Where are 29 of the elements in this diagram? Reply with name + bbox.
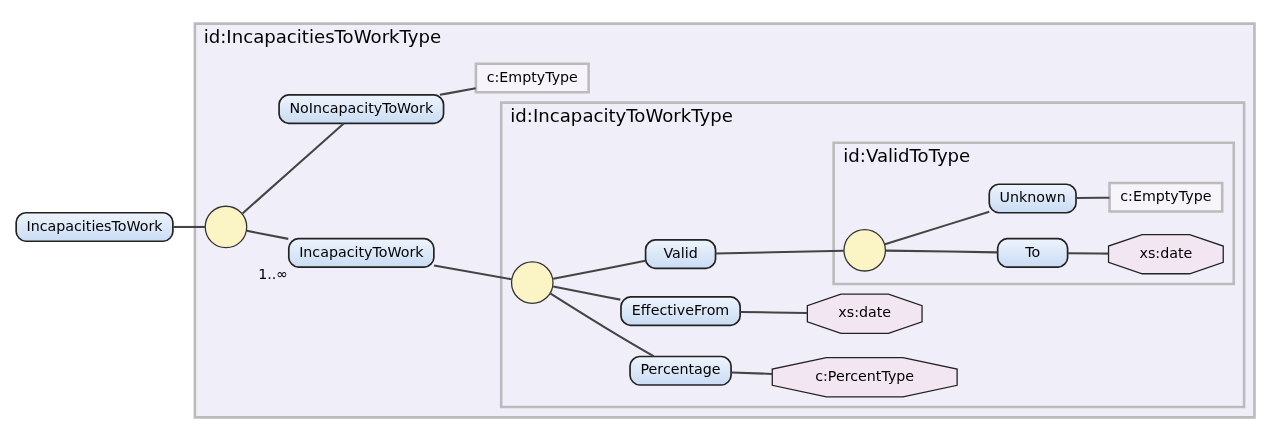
connector bbox=[241, 122, 345, 215]
node-circle bbox=[204, 205, 248, 249]
connector bbox=[173, 225, 205, 228]
node-circle bbox=[843, 228, 887, 272]
node-box: Unknown bbox=[988, 183, 1077, 214]
node-box: NoIncapacityToWork bbox=[278, 94, 445, 125]
node-circle bbox=[510, 261, 554, 305]
connector bbox=[549, 292, 655, 358]
node-box: c:EmptyType bbox=[474, 62, 590, 94]
connector bbox=[884, 210, 990, 246]
connector bbox=[1076, 196, 1110, 200]
connector bbox=[731, 371, 773, 375]
connector bbox=[553, 259, 646, 280]
connector bbox=[715, 249, 844, 255]
node-box: c:EmptyType bbox=[1108, 181, 1224, 213]
connector bbox=[439, 87, 476, 96]
node-box: EffectiveFrom bbox=[620, 296, 741, 327]
connector bbox=[433, 264, 512, 281]
connector bbox=[885, 249, 998, 254]
connector bbox=[1067, 252, 1109, 255]
node-box: To bbox=[996, 237, 1069, 268]
node-label: 1..∞ bbox=[258, 265, 289, 282]
node-box: IncapacitiesToWork bbox=[15, 211, 174, 243]
connector bbox=[740, 310, 807, 314]
node-box: Percentage bbox=[629, 355, 732, 386]
node-box: Valid bbox=[644, 239, 717, 270]
connector bbox=[246, 229, 289, 240]
node-box: IncapacityToWork bbox=[287, 237, 435, 268]
connector bbox=[553, 285, 621, 301]
